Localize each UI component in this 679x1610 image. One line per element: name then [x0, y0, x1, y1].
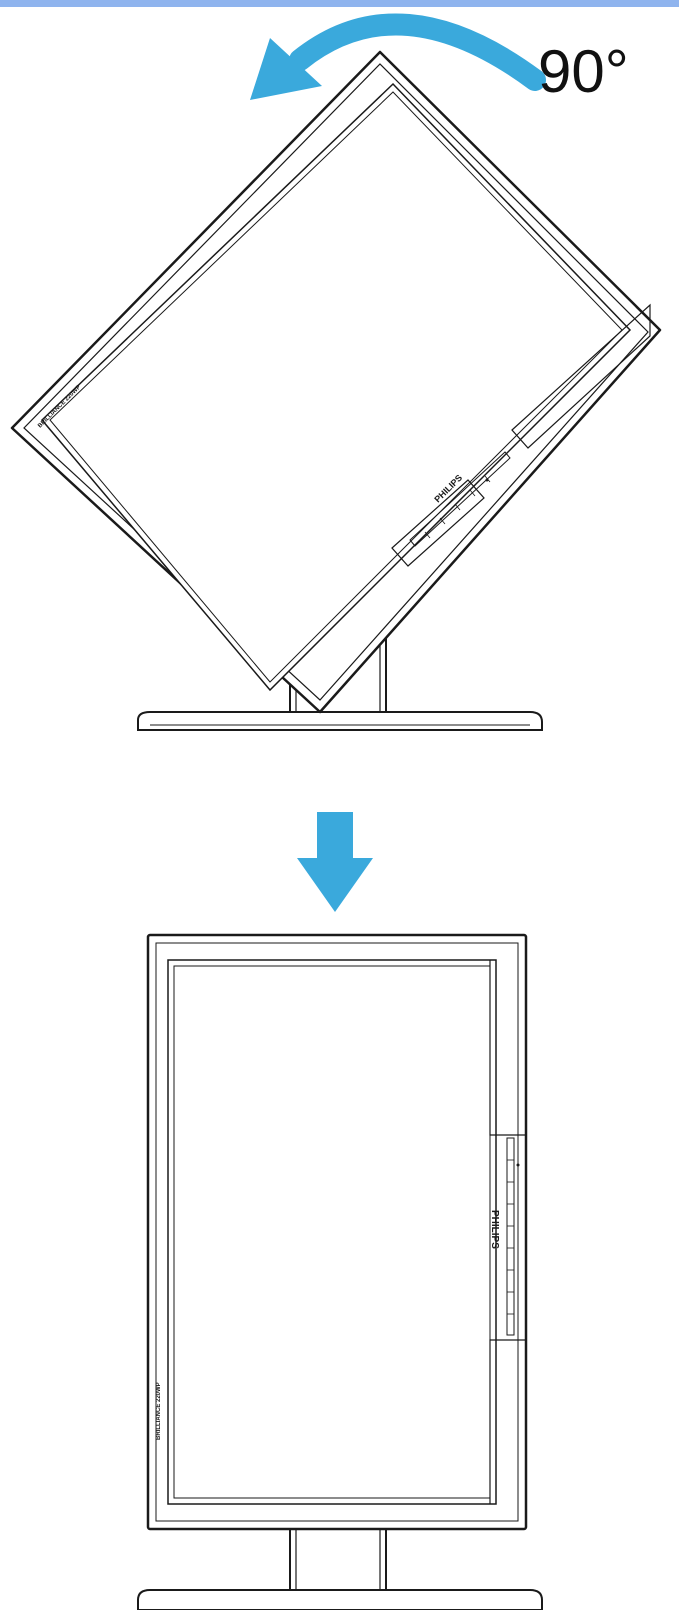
rotated-monitor: PHILIPS BRILLIANCE 220WP: [10, 50, 662, 714]
top-bar: [0, 0, 679, 7]
transition-arrow-down-icon: [297, 812, 373, 912]
brand-logo-portrait: PHILIPS: [489, 1210, 500, 1249]
portrait-monitor-stand: [137, 1527, 543, 1610]
portrait-monitor: PHILIPS BRILLIANCE 220WP: [146, 933, 528, 1531]
rotation-angle-label: 90°: [538, 38, 629, 105]
rotation-arrow-icon: [250, 13, 546, 100]
series-logo-portrait: BRILLIANCE 220WP: [156, 1382, 162, 1440]
